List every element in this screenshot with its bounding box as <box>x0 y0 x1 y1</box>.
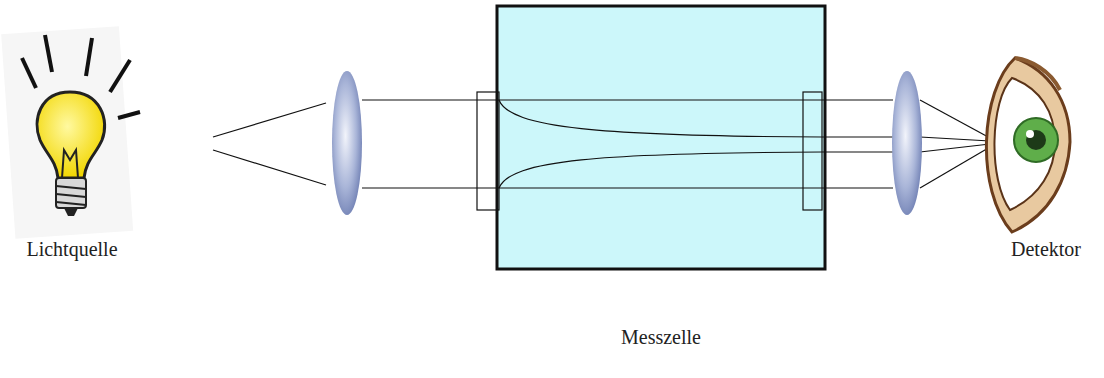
caption-label: Messzelle <box>621 326 701 349</box>
light-bulb-icon <box>1 26 140 239</box>
eye-icon <box>986 58 1070 232</box>
lens <box>892 71 922 215</box>
cell-window <box>803 92 822 210</box>
caption-label: Lichtquelle <box>26 238 117 261</box>
cell-window <box>477 92 499 210</box>
caption-label: Detektor <box>1011 238 1081 261</box>
lens <box>332 71 362 215</box>
measuring-cell <box>497 6 825 269</box>
